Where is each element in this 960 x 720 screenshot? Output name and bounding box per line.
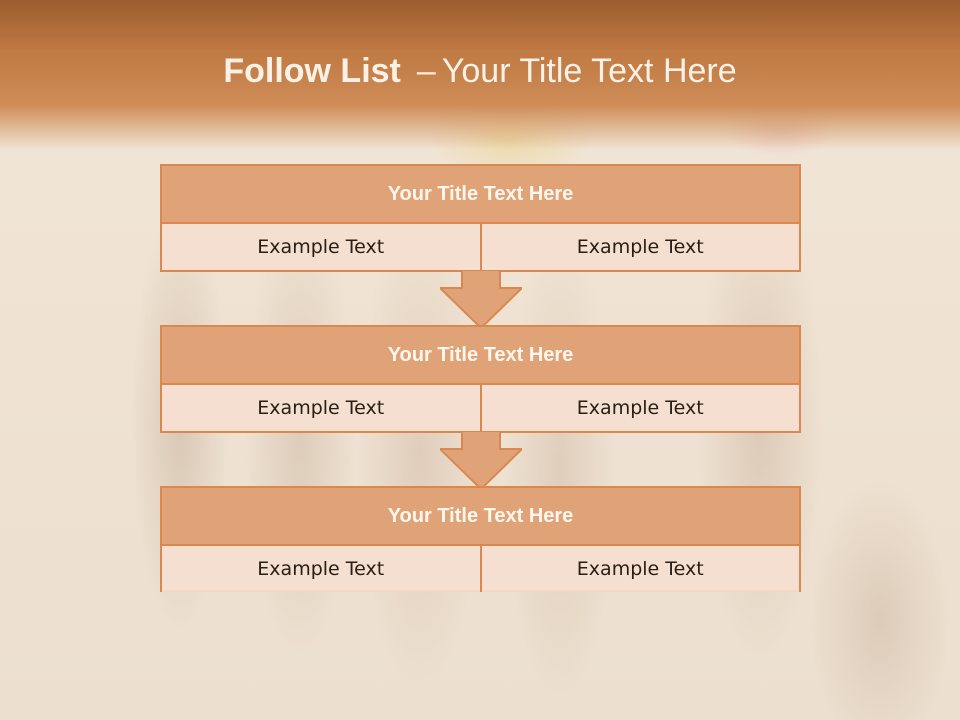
list-block-3: Your Title Text Here Example Text Exampl… (160, 486, 801, 592)
block-row: Example Text Example Text (162, 224, 799, 270)
slide-title: Follow List–Your Title Text Here (0, 52, 960, 91)
list-block-2: Your Title Text Here Example Text Exampl… (160, 325, 801, 433)
block-row: Example Text Example Text (162, 546, 799, 592)
title-bold-part: Follow List (223, 52, 401, 90)
block-heading: Your Title Text Here (162, 327, 799, 385)
block-cell-left: Example Text (162, 385, 480, 431)
block-row: Example Text Example Text (162, 385, 799, 431)
block-cell-right: Example Text (479, 224, 799, 270)
header-band (0, 0, 960, 150)
block-heading: Your Title Text Here (162, 488, 799, 546)
title-rest-part: Your Title Text Here (441, 52, 737, 90)
block-cell-right: Example Text (479, 546, 799, 592)
title-separator: – (416, 52, 436, 90)
block-cell-left: Example Text (162, 224, 480, 270)
block-heading: Your Title Text Here (162, 166, 799, 224)
down-arrow-icon (440, 431, 522, 489)
list-block-1: Your Title Text Here Example Text Exampl… (160, 164, 801, 272)
block-cell-right: Example Text (479, 385, 799, 431)
down-arrow-icon (440, 270, 522, 328)
block-cell-left: Example Text (162, 546, 480, 592)
